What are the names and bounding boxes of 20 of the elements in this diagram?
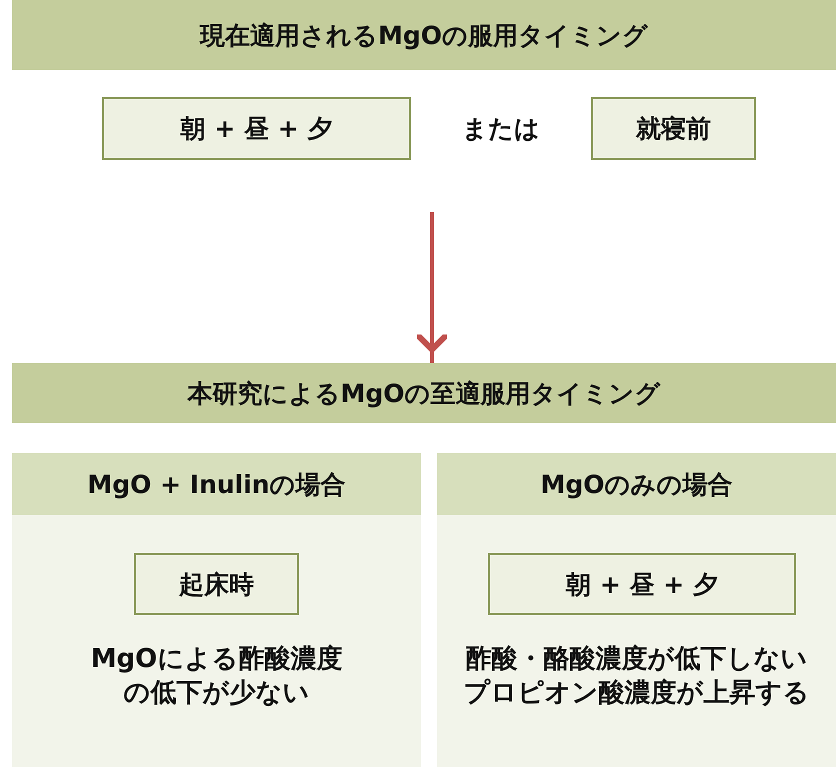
panel-title: MgOのみの場合 [540, 468, 733, 500]
result-text: 酢酸・酪酸濃度が低下しないプロピオン酸濃度が上昇する [462, 643, 810, 710]
timing-box [591, 97, 756, 160]
panel-title: MgO + Inulinの場合 [87, 468, 346, 500]
condition-panel [437, 453, 836, 767]
timing-text: 起床時 [179, 568, 254, 600]
condition-panel [12, 453, 421, 767]
section-title: 本研究によるMgOの至適服用タイミング [187, 378, 661, 410]
timing-box [488, 553, 796, 615]
section-title: 現在適用されるMgOの服用タイミング [200, 20, 648, 52]
connector-word: または [462, 113, 540, 145]
header-band [12, 0, 836, 70]
result-text: MgOによる酢酸濃度の低下が少ない [90, 643, 344, 710]
arrow [414, 212, 450, 363]
timing-box [134, 553, 299, 615]
timing-text: 朝 + 昼 + 夕 [180, 113, 332, 145]
header-band [12, 363, 836, 423]
timing-text: 就寝前 [636, 113, 711, 145]
timing-box [102, 97, 411, 160]
timing-text: 朝 + 昼 + 夕 [566, 568, 718, 600]
